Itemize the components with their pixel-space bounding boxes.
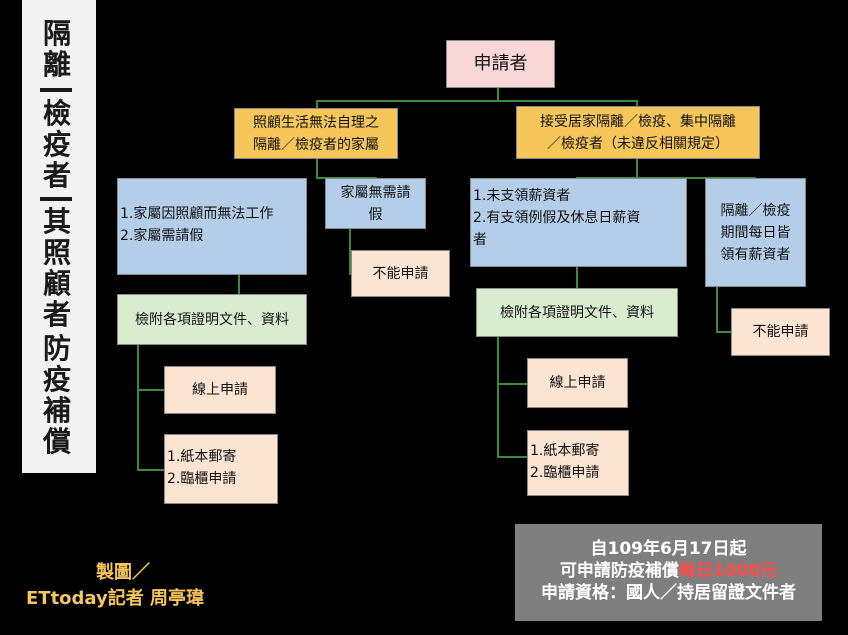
- right-header-node: 接受居家隔離／檢疫、集中隔離 ／檢疫者（未違反相關規定）: [516, 106, 760, 159]
- connector-left-apply-vertical: [137, 344, 139, 471]
- connector-left-offline: [137, 469, 165, 471]
- connector-no-leave-result: [349, 273, 352, 275]
- connector-right-offline: [497, 456, 527, 458]
- connector-paid-result: [716, 331, 731, 333]
- paid-result-node: 不能申請: [731, 308, 830, 356]
- right-docs-node: 檢附各項證明文件、資料: [476, 288, 678, 337]
- title-line-4: 防疫補償: [42, 332, 71, 458]
- connector-left-online: [137, 389, 165, 391]
- root-node: 申請者: [446, 40, 555, 88]
- info-highlight: 每日1000元: [678, 561, 778, 581]
- connector-paid-result-vertical: [716, 287, 718, 333]
- right-conditions-node: 1.未支領薪資者 2.有支領例假及休息日薪資 者: [470, 178, 687, 267]
- connector-right-online: [497, 383, 527, 385]
- connector-right-header: [636, 100, 638, 108]
- title-dash-2: [40, 197, 72, 201]
- info-box: 自109年6月17日起 可申請防疫補償每日1000元 申請資格：國人／持居留證文…: [515, 524, 822, 621]
- left-conditions-node: 1.家屬因照顧而無法工作 2.家屬需請假: [117, 178, 307, 275]
- no-leave-node: 家屬無需請 假: [325, 178, 426, 229]
- connector-left-docs: [238, 274, 240, 295]
- info-line-2: 可申請防疫補償每日1000元: [559, 561, 778, 581]
- connector-top-split: [316, 100, 637, 102]
- right-offline-node: 1.紙本郵寄 2.臨櫃申請: [527, 430, 629, 496]
- title-line-1: 隔離: [42, 17, 71, 81]
- no-leave-result-node: 不能申請: [351, 250, 450, 297]
- info-line-1: 自109年6月17日起: [590, 539, 747, 559]
- left-header-node: 照顧生活無法自理之 隔離／檢疫者的家屬: [234, 108, 398, 159]
- left-online-node: 線上申請: [164, 366, 276, 414]
- title-dash-1: [40, 88, 72, 92]
- connector-root: [497, 88, 499, 101]
- paid-node: 隔離／檢疫 期間每日皆 領有薪資者: [705, 178, 806, 287]
- credit-line-1: 製圖／: [96, 562, 150, 583]
- title-line-3: 其照顧者: [42, 205, 71, 331]
- title-panel: [22, 0, 96, 473]
- left-offline-node: 1.紙本郵寄 2.臨櫃申請: [164, 434, 278, 504]
- connector-right-down: [636, 158, 638, 178]
- title-line-2: 檢疫者: [42, 97, 71, 192]
- credit-line-2: ETtoday記者 周亭瑋: [26, 588, 205, 609]
- connector-left-header: [316, 100, 318, 108]
- info-line-3: 申請資格：國人／持居留證文件者: [541, 583, 796, 603]
- left-docs-node: 檢附各項證明文件、資料: [117, 294, 307, 345]
- connector-left-down: [316, 158, 318, 178]
- connector-right-apply-vertical: [497, 336, 499, 458]
- connector-no-leave-result-vertical: [349, 228, 351, 275]
- right-online-node: 線上申請: [527, 358, 628, 408]
- connector-right-docs: [576, 266, 578, 289]
